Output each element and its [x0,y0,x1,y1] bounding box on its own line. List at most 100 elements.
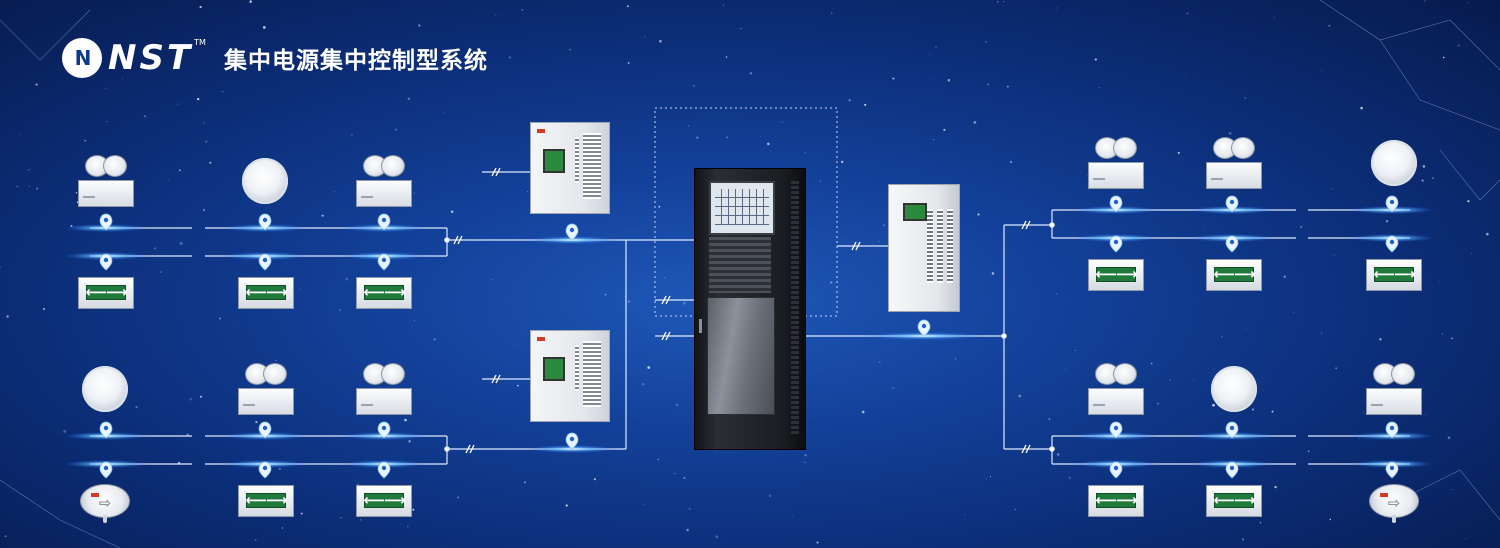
star [1465,538,1467,540]
star [977,213,980,216]
location-pin-icon [1225,195,1239,213]
star [407,525,409,528]
star [1307,450,1310,453]
cable-mark [665,295,671,305]
cable-mark [1021,220,1027,230]
pin-dot [1229,425,1235,431]
star [1056,453,1060,456]
cable-mark [855,241,861,251]
exit-sign-arrows: ⟵⟶ [363,491,406,509]
floor-light-arrow: ⇨ [1387,494,1401,512]
twin-emergency-light-icon [1366,363,1422,415]
location-pin-icon [99,421,113,439]
star [642,382,645,386]
star [43,307,46,310]
star [1065,368,1067,370]
star [27,168,30,171]
twin-emergency-light-icon [356,363,412,415]
location-pin-icon [258,461,272,479]
star [412,508,415,511]
location-pin-icon [99,461,113,479]
star [1331,188,1334,190]
star [1292,311,1295,313]
star [404,418,407,422]
location-pin-icon [99,253,113,271]
star [626,5,629,8]
exit-sign-arrows: ⟵⟶ [1213,491,1256,509]
star [1333,254,1336,256]
star [441,546,443,548]
star [232,327,234,329]
distribution-box-vent [583,341,601,407]
star [943,128,946,132]
star [964,514,966,515]
star [177,103,179,105]
star [168,179,170,181]
star [179,169,181,171]
exit-sign-icon: ⟵⟶ [78,277,134,309]
star [219,317,221,320]
star [985,478,987,480]
location-pin-icon [565,432,579,450]
star [262,26,266,29]
star [360,519,362,521]
star [1203,225,1205,227]
ups-vent [927,209,933,283]
distribution-box-icon [530,330,610,422]
exit-sign-arrows: ⟵⟶ [363,283,406,301]
star [1069,477,1071,479]
cable-mark [851,241,857,251]
star [987,83,990,86]
star [1220,335,1223,338]
star [989,475,992,478]
star [883,224,885,226]
star [1432,177,1434,179]
floor-marker-light-icon: ⇨ [1369,484,1419,523]
star [928,77,930,79]
star [1006,85,1009,88]
constellation-line [1379,39,1500,131]
twin-emergency-light-icon [1206,137,1262,189]
star [16,185,19,188]
star [892,77,895,80]
cable-mark [495,374,501,384]
star [407,97,411,101]
ups-vent [937,209,943,283]
star [996,0,999,3]
location-pin-icon [258,253,272,271]
star [725,56,728,58]
pin-dot [103,257,109,263]
cable-mark [1025,220,1031,230]
pin-dot [1389,425,1395,431]
star [495,14,497,16]
star [189,397,193,401]
star [205,140,208,143]
pin-dot [1113,199,1119,205]
exit-sign-icon: ⟵⟶ [1366,259,1422,291]
star [321,214,324,217]
exit-sign-arrows: ⟵⟶ [1095,265,1138,283]
distribution-box-display [543,149,565,173]
exit-sign-arrows: ⟵⟶ [1095,491,1138,509]
controller-panel [709,237,771,293]
star [740,27,742,30]
star [523,481,527,484]
star [408,440,411,443]
pin-dot [103,465,109,471]
star [1241,538,1245,541]
star [627,300,630,303]
star [878,241,880,243]
star [1421,179,1424,182]
junction-dot [1049,222,1055,228]
star [399,523,401,525]
logo-mark-letter: N [74,46,92,70]
star [1457,44,1460,47]
ups-display [903,203,927,221]
star [804,453,807,457]
star [439,67,440,69]
star [394,128,398,131]
exit-sign-icon: ⟵⟶ [238,277,294,309]
exit-sign-icon: ⟵⟶ [1088,259,1144,291]
